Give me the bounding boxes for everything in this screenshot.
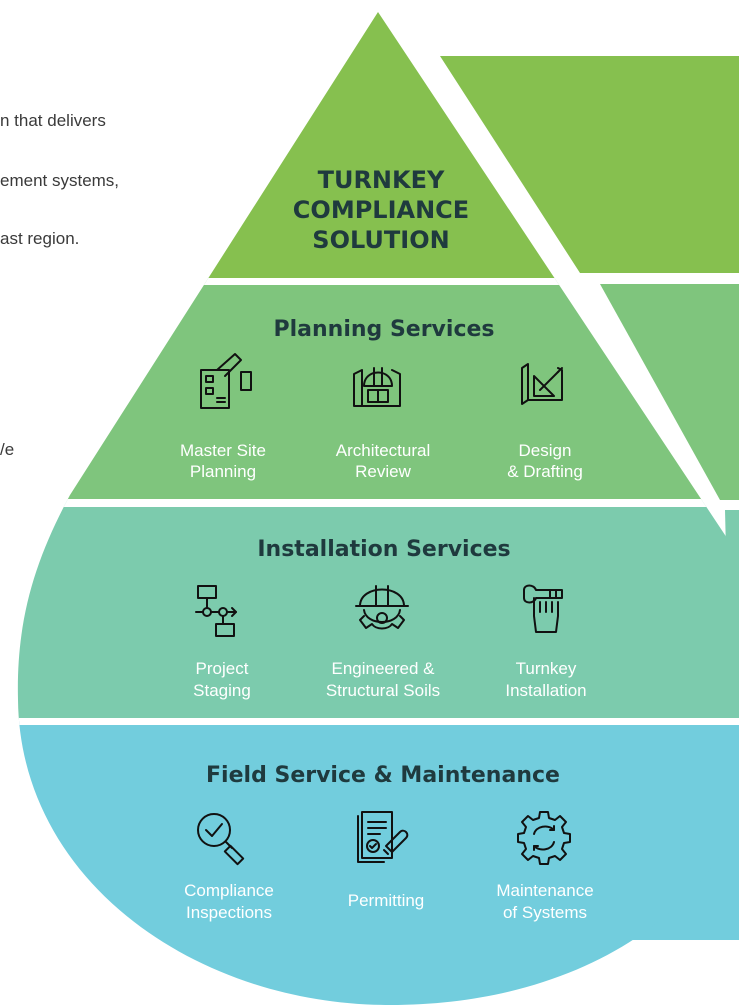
building-blueprint-icon (353, 367, 401, 407)
field-label-3-line-2: of Systems (503, 903, 587, 922)
field-title: Field Service & Maintenance (206, 763, 560, 788)
intro-text-line-1: n that delivers (0, 111, 106, 130)
installation-labels: Project Staging Engineered & Structural … (193, 659, 586, 700)
planning-label-2-line-2: Review (355, 462, 411, 481)
installation-label-3-line-2: Installation (505, 681, 586, 700)
magnifier-check-icon (197, 813, 245, 866)
right-band-top (440, 56, 739, 273)
top-title-line-2: COMPLIANCE (293, 196, 469, 224)
top-title: TURNKEY COMPLIANCE SOLUTION (293, 166, 469, 254)
right-band-planning (600, 284, 739, 500)
planning-title: Planning Services (274, 317, 495, 342)
wrench-hand-icon (523, 584, 563, 633)
band-installation (17, 500, 739, 720)
field-label-1-line-2: Inspections (186, 903, 272, 922)
installation-label-3-line-1: Turnkey (516, 659, 577, 678)
top-title-line-1: TURNKEY (318, 166, 445, 194)
planning-labels: Master Site Planning Architectural Revie… (180, 441, 583, 481)
installation-title: Installation Services (257, 537, 510, 562)
planning-label-3-line-1: Design (519, 441, 572, 460)
gear-cycle-icon (517, 811, 571, 865)
field-labels: Compliance Inspections Permitting Mainte… (184, 881, 594, 922)
intro-text-line-4: /e (0, 440, 15, 459)
installation-label-2-line-2: Structural Soils (326, 681, 440, 700)
intro-text-line-3: ast region. (0, 229, 80, 248)
planning-label-1-line-2: Planning (190, 462, 256, 481)
flowchart-icon (195, 585, 237, 637)
field-label-1-line-1: Compliance (184, 881, 274, 900)
site-plan-icon (200, 353, 252, 409)
planning-label-2-line-1: Architectural (336, 441, 430, 460)
planning-label-3-line-2: & Drafting (507, 462, 583, 481)
intro-text-line-2: ement systems, (0, 171, 120, 190)
hardhat-gear-icon (355, 585, 409, 630)
field-label-3-line-1: Maintenance (496, 881, 593, 900)
top-title-line-3: SOLUTION (312, 226, 449, 254)
installation-label-1-line-2: Staging (193, 681, 251, 700)
planning-label-1-line-1: Master Site (180, 441, 266, 460)
drafting-icon (521, 363, 563, 405)
document-stamp-icon (357, 811, 409, 863)
installation-label-1-line-1: Project (196, 659, 249, 678)
installation-label-2-line-1: Engineered & (331, 659, 435, 678)
field-label-2-line-1: Permitting (348, 891, 425, 910)
